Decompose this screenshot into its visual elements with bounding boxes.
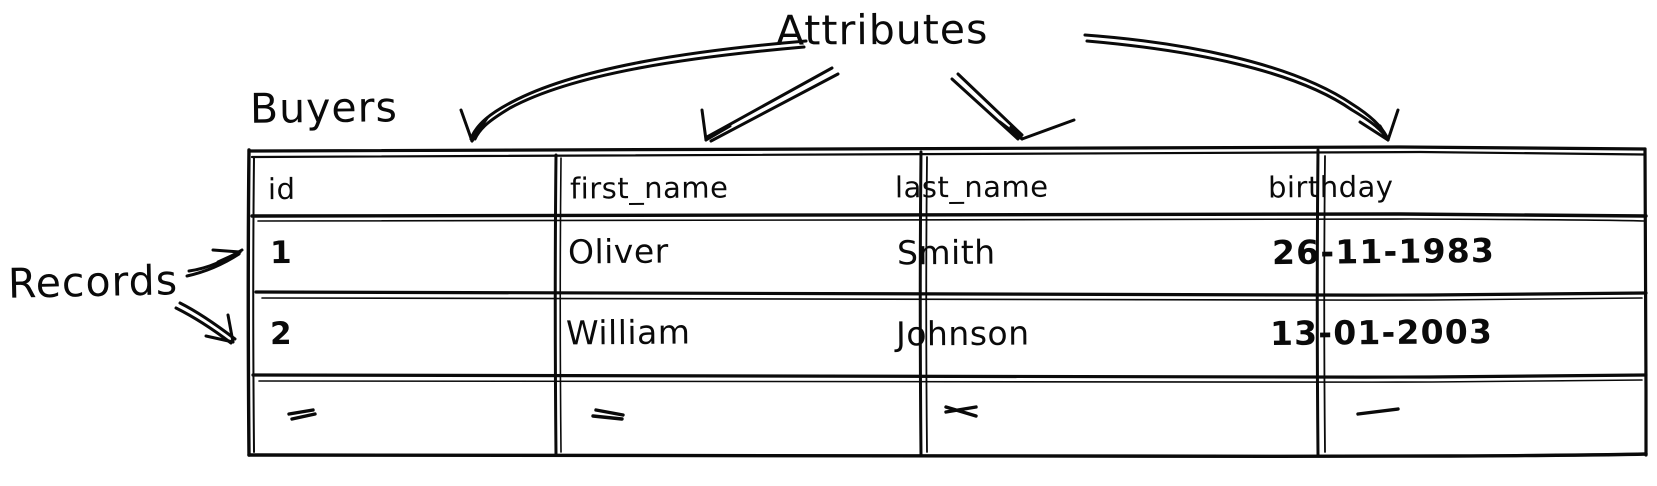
records-annotation-label: Records <box>7 256 179 308</box>
table-cell-first-name: Oliver <box>567 231 669 272</box>
column-header-id: id <box>267 171 296 207</box>
attributes-arrow-1 <box>459 39 808 143</box>
attributes-arrow-4 <box>1083 33 1400 142</box>
records-arrow-1 <box>185 248 244 278</box>
placeholder-mark-id <box>287 408 317 421</box>
attributes-arrow-3 <box>950 72 1076 141</box>
column-divider-1 <box>553 153 562 457</box>
column-divider-2 <box>918 150 928 457</box>
row-divider-header <box>250 211 1648 222</box>
table-cell-last-name: Smith <box>896 232 996 273</box>
table-cell-birthday: 13-01-2003 <box>1269 312 1494 353</box>
table-cell-first-name: William <box>565 312 691 353</box>
placeholder-mark-birthday <box>1356 407 1400 416</box>
table-border-left <box>246 148 255 457</box>
row-divider-row2 <box>251 373 1648 384</box>
placeholder-mark-first-name <box>591 408 625 421</box>
table-border-top <box>247 145 1647 159</box>
table-cell-last-name: Johnson <box>895 313 1030 354</box>
table-border-bottom <box>247 452 1648 459</box>
table-border-right <box>1643 147 1648 457</box>
table-cell-id: 1 <box>269 234 293 272</box>
placeholder-mark-last-name <box>944 405 978 418</box>
table-title-label: Buyers <box>249 83 399 133</box>
table-cell-birthday: 26-11-1983 <box>1271 230 1496 273</box>
column-header-last-name: last_name <box>894 169 1049 205</box>
row-divider-row1 <box>254 290 1648 302</box>
attributes-annotation-label: Attributes <box>775 5 989 55</box>
column-header-birthday: birthday <box>1267 169 1394 205</box>
table-cell-id: 2 <box>269 315 293 353</box>
attributes-arrow-2 <box>700 66 840 143</box>
records-arrow-2 <box>174 301 237 345</box>
column-header-first-name: first_name <box>569 170 729 206</box>
